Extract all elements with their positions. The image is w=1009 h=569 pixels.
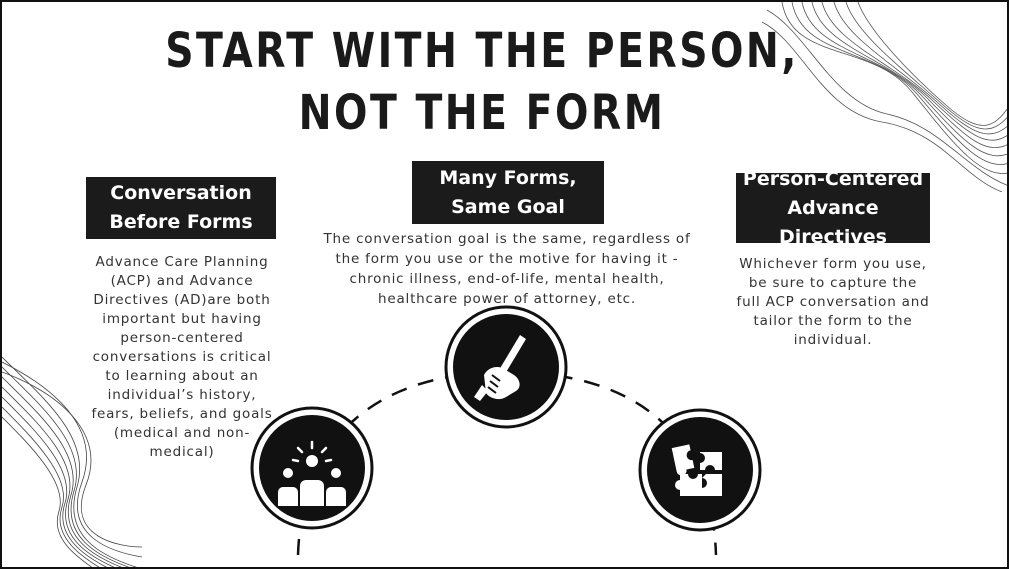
section-heading-line-1: Person-Centered [742,167,924,190]
section-heading-conversation-before-forms: Conversation Before Forms [86,177,276,239]
puzzle-pieces-icon [638,408,762,532]
page-title: START WITH THE PERSON, NOT THE FORM [88,20,875,144]
people-group-icon [250,406,374,530]
title-line-1: START WITH THE PERSON, [165,23,799,79]
section-heading-line-2: Before Forms [109,211,253,233]
section-body-person-centered-advance-directives: Whichever form you use, be sure to captu… [736,256,930,348]
section-body-many-forms-same-goal: The conversation goal is the same, regar… [323,231,691,307]
section-heading-many-forms-same-goal: Many Forms, Same Goal [412,161,604,224]
section-body-conversation-before-forms: Advance Care Planning (ACP) and Advance … [91,254,273,460]
section-heading-line-2: Same Goal [451,195,565,218]
section-heading-person-centered-advance-directives: Person-Centered Advance Directives [736,168,930,248]
title-line-2: NOT THE FORM [298,85,666,141]
section-heading-line-2: Advance Directives [779,196,887,248]
section-heading-line-1: Conversation [110,182,252,204]
hand-writing-pen-icon [444,305,568,429]
section-heading-line-1: Many Forms, [439,166,577,189]
